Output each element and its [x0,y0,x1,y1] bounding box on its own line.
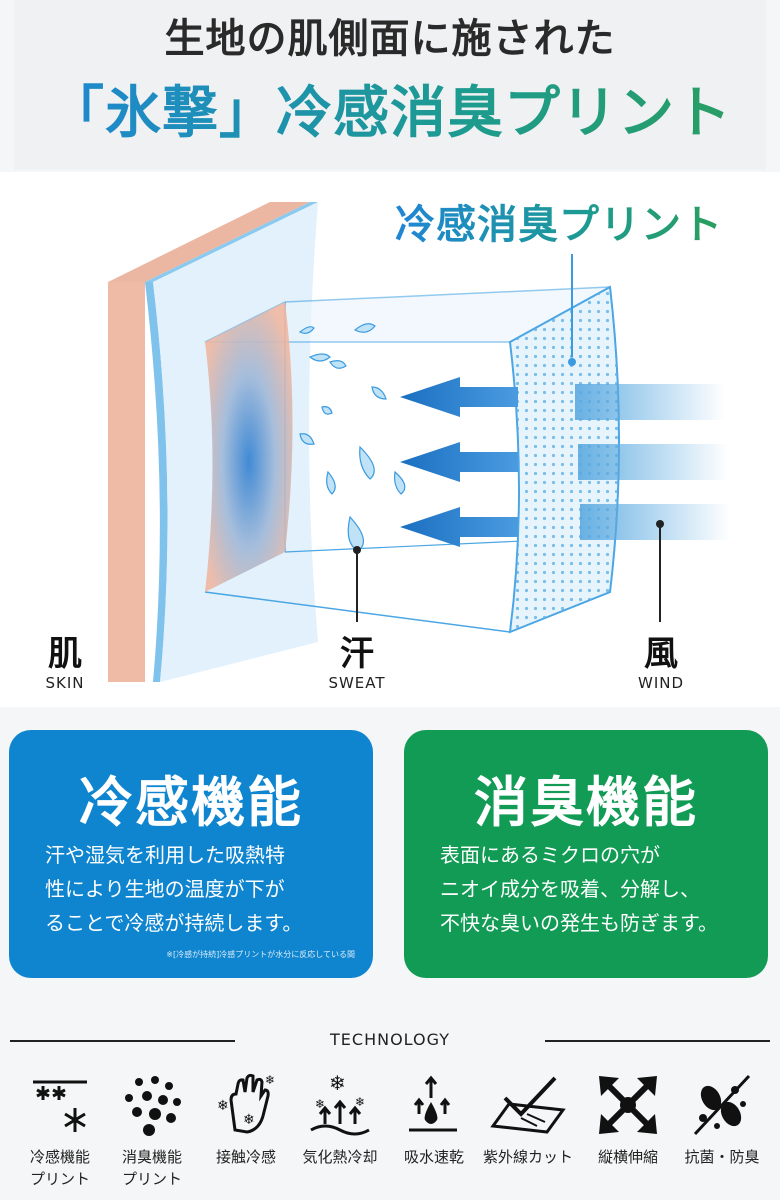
dots-print-icon [125,1076,181,1136]
tech-caption: 消臭機能 プリント [121,1148,182,1188]
sweat-drops [298,323,406,552]
label-wind: 風 WIND [630,634,692,692]
tech-item: 吸水速乾 [388,1070,480,1168]
label-sweat-jp: 汗 [340,634,374,674]
skin-top [108,202,310,282]
uv-cut-icon [490,1076,566,1134]
card-cooling-line: 汗や湿気を利用した吸熱特 [45,843,285,867]
vapor-cool-icon: ❄ ❄ ❄ [310,1071,370,1136]
antibacterial-icon [693,1074,751,1136]
hand-cool-icon: ❄ ❄ ❄ [217,1073,275,1134]
layer-illustration [108,202,730,682]
svg-text:❄: ❄ [265,1073,275,1087]
tech-caption: 抗菌・防臭 [684,1148,760,1166]
card-cooling-line: 性により生地の温度が下が [45,877,285,901]
skin-front [108,282,145,682]
tech-item: 抗菌・防臭 [676,1070,768,1168]
tech-caption: 紫外線カット [482,1148,573,1166]
technology-icons: 冷感機能 プリント 消臭機能 プリント ❄ ❄ ❄ 接触冷感 ❄ ❄ ❄ [14,1070,770,1195]
tech-caption: 縦横伸縮 [597,1148,658,1166]
card-cooling-note: ※[冷感が持続]冷感プリントが水分に反応している間 [166,950,355,959]
tech-caption: 吸水速乾 [403,1148,464,1166]
svg-text:❄: ❄ [217,1098,229,1114]
snowflake-print-icon [33,1080,87,1132]
technology-header: TECHNOLOGY [0,1022,780,1062]
label-skin-jp: 肌 [48,634,82,674]
divider [10,1040,235,1042]
tech-item: 消臭機能 プリント [106,1070,198,1190]
label-skin: 肌 SKIN [40,634,90,692]
print-diagram: 冷感消臭プリント 肌 SKIN 汗 SWEAT 風 WIND [0,172,780,707]
tech-item: ❄ ❄ ❄ 接触冷感 [200,1070,292,1168]
label-wind-en: WIND [637,674,685,692]
tech-caption: 接触冷感 [215,1148,276,1166]
label-skin-en: SKIN [45,674,85,692]
svg-text:❄: ❄ [329,1071,346,1095]
label-wind-jp: 風 [644,634,678,674]
divider [545,1040,770,1042]
card-cooling: 冷感機能 汗や湿気を利用した吸熱特 性により生地の温度が下が ることで冷感が持続… [9,730,373,978]
card-deodorant-line: 表面にあるミクロの穴が [440,843,660,867]
svg-text:❄: ❄ [355,1095,365,1109]
tech-caption: 冷感機能 プリント [29,1148,90,1188]
card-deodorant: 消臭機能 表面にあるミクロの穴が ニオイ成分を吸着、分解し、 不快な臭いの発生も… [404,730,768,978]
stretch-arrows-icon [599,1076,657,1134]
card-deodorant-line: 不快な臭いの発生も防ぎます。 [440,911,718,935]
skin-side-print [205,302,293,592]
header-line2: 「氷撃」冷感消臭プリント [14,68,766,149]
card-deodorant-title: 消臭機能 [474,771,698,834]
header-line1: 生地の肌側面に施された [164,16,616,62]
card-deodorant-body: 表面にあるミクロの穴が ニオイ成分を吸着、分解し、 不快な臭いの発生も防ぎます。 [440,838,748,940]
card-deodorant-line: ニオイ成分を吸着、分解し、 [440,877,700,901]
tech-item: ❄ ❄ ❄ 気化熱冷却 [294,1070,386,1168]
svg-text:❄: ❄ [243,1112,255,1128]
tech-caption: 気化熱冷却 [302,1148,378,1166]
print-label: 冷感消臭プリント [395,192,723,250]
header: 生地の肌側面に施された 「氷撃」冷感消臭プリント [14,0,766,170]
tech-item: 冷感機能 プリント [14,1070,106,1190]
wind-arrows [400,377,518,547]
card-cooling-body: 汗や湿気を利用した吸熱特 性により生地の温度が下が ることで冷感が持続します。 [45,838,353,940]
label-sweat: 汗 SWEAT [318,634,396,692]
water-drop-icon [409,1075,457,1132]
svg-text:❄: ❄ [315,1097,325,1111]
tech-item: 紫外線カット [482,1070,574,1168]
card-cooling-title: 冷感機能 [79,771,303,834]
label-sweat-en: SWEAT [328,674,386,692]
technology-label: TECHNOLOGY [330,1030,450,1049]
tech-item: 縦横伸縮 [582,1070,674,1168]
card-cooling-line: ることで冷感が持続します。 [45,911,303,935]
